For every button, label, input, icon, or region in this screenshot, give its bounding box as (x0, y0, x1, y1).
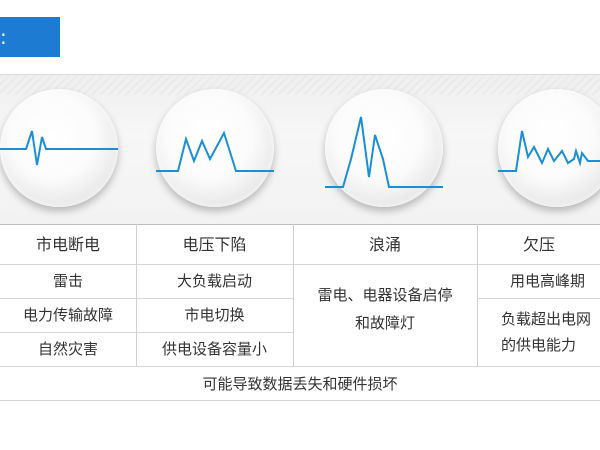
table-cell: 的供电能力 (501, 335, 577, 354)
waveform-disc-sag (156, 89, 274, 207)
column-header-outage: 市电断电 (35, 234, 100, 254)
table-cell: 大负载启动 (176, 271, 252, 290)
table-cell: 用电高峰期 (510, 271, 586, 290)
table-cell: 自然灾害 (37, 339, 98, 358)
table-cell: 雷电、电器设备启停 (317, 285, 453, 304)
table-divider (136, 224, 137, 366)
table-top-line (0, 224, 600, 225)
table-footer-text: 可能导致数据丢失和硬件损坏 (202, 374, 398, 393)
waveform-disc-outage (0, 89, 118, 207)
waveform-band (0, 74, 600, 225)
table-cell: 雷击 (52, 271, 83, 290)
table-divider (293, 224, 294, 366)
table-cell: 电力传输故障 (22, 305, 113, 324)
table-bottom-line (0, 400, 600, 401)
table-cell: 负载超出电网 (501, 309, 592, 328)
table-line (477, 298, 600, 299)
waveform-outage-icon (0, 130, 118, 166)
column-header-sag: 电压下陷 (182, 234, 247, 254)
table-header-line (0, 264, 600, 265)
column-header-surge: 浪涌 (368, 234, 401, 254)
table-footer-line (0, 366, 600, 367)
table-line (0, 298, 293, 299)
table-cell: 供电设备容量小 (161, 339, 267, 358)
waveform-disc-undervoltage (498, 89, 600, 207)
waveform-sag-icon (156, 130, 274, 172)
table-divider (477, 224, 478, 366)
table-cell: 市电切换 (184, 305, 245, 324)
table-cell: 和故障灯 (354, 313, 415, 332)
column-header-undervoltage: 欠压 (523, 234, 556, 254)
section-title: : (0, 25, 7, 49)
section-title-tab: : (0, 17, 60, 57)
waveform-disc-surge (325, 89, 443, 207)
waveform-undervoltage-icon (498, 130, 600, 172)
waveform-surge-icon (325, 116, 443, 188)
band-pattern (0, 75, 600, 95)
table-line (0, 332, 293, 333)
